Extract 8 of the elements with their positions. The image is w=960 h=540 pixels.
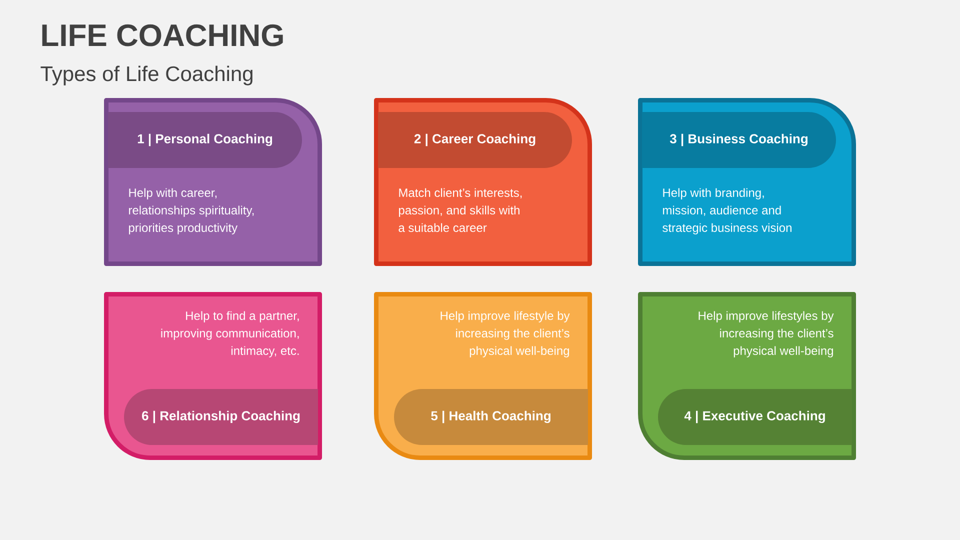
heading-band: 4 | Executive Coaching — [658, 388, 852, 445]
heading-band: 6 | Relationship Coaching — [124, 388, 318, 445]
heading-band: 1 | Personal Coaching — [108, 112, 302, 168]
title: LIFE COACHING — [42, 24, 283, 46]
heading-band: 3 | Business Coaching — [642, 112, 836, 168]
subtitle: Types of Life Coaching — [40, 66, 252, 86]
heading-band: 5 | Health Coaching — [394, 388, 588, 445]
heading-band: 2 | Career Coaching — [378, 112, 572, 168]
